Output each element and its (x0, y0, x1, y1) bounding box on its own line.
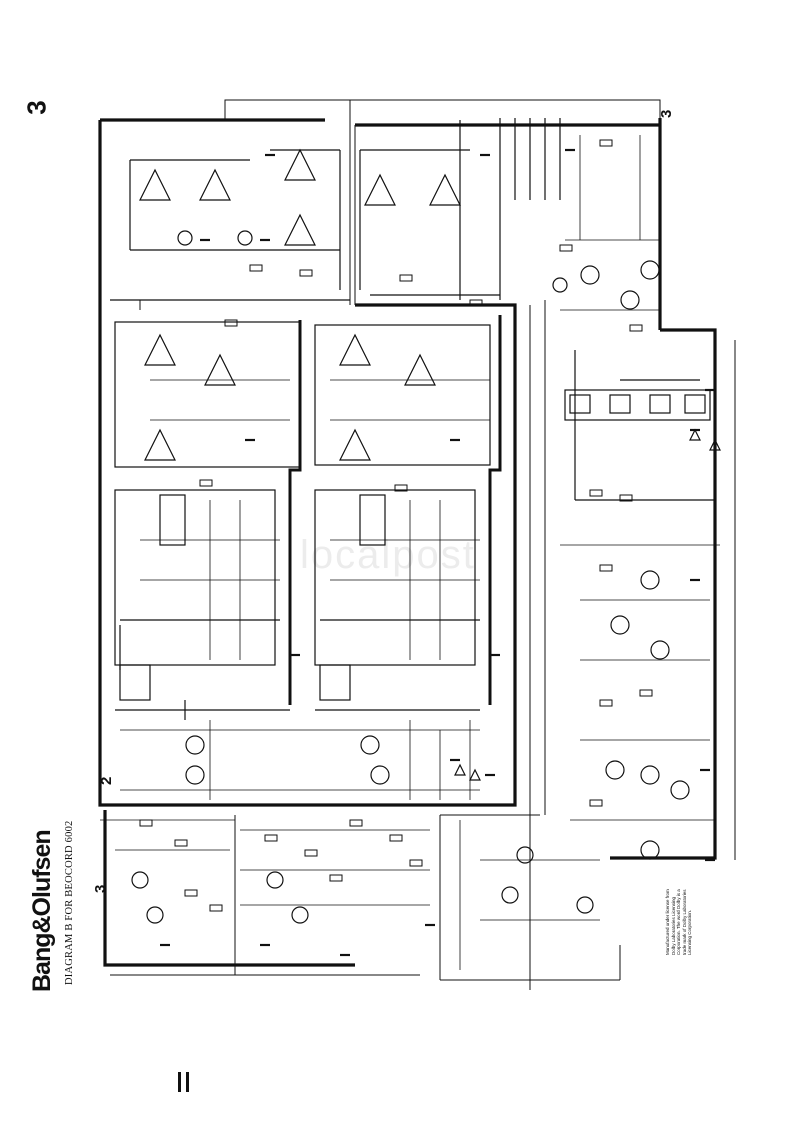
channel-block-left (114, 321, 301, 720)
channel-outline (288, 315, 502, 705)
outer-frame (98, 118, 717, 967)
transistors (131, 260, 690, 924)
bus-lines (110, 99, 736, 990)
components (139, 139, 653, 912)
ground-symbols (120, 148, 715, 967)
ic-block-right (564, 350, 715, 501)
diodes (454, 428, 721, 781)
registration-mark (178, 1072, 194, 1092)
top-rail (110, 118, 561, 301)
channel-block-right (314, 324, 491, 711)
opamp-group-upper (129, 148, 470, 290)
wiring (100, 135, 720, 970)
